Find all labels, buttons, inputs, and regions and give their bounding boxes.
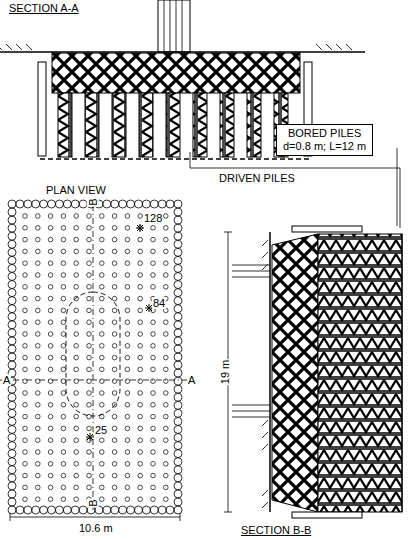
dimension: 10.6 m: [78, 522, 114, 534]
callout-text: BORED PILES: [283, 127, 366, 140]
callout-number: 128: [143, 212, 163, 224]
section-title: SECTION A-A: [8, 2, 80, 14]
section-mark: B: [87, 197, 99, 206]
section-mark: A: [187, 374, 196, 386]
view-title: PLAN VIEW: [45, 184, 107, 196]
dimension: 19 m: [219, 359, 231, 385]
section-title: SECTION B-B: [240, 524, 312, 536]
part-label: DRIVEN PILES: [218, 172, 296, 184]
callout-box: BORED PILESd=0.8 m; L=12 m: [276, 124, 373, 156]
plan-view: [0, 200, 232, 521]
section-mark: B: [87, 498, 99, 507]
section-mark: A: [2, 374, 11, 386]
section-b-b: [232, 226, 402, 518]
callout-number: 25: [94, 424, 108, 436]
callout-text: d=0.8 m; L=12 m: [283, 140, 366, 153]
callout-number: 84: [152, 297, 166, 309]
